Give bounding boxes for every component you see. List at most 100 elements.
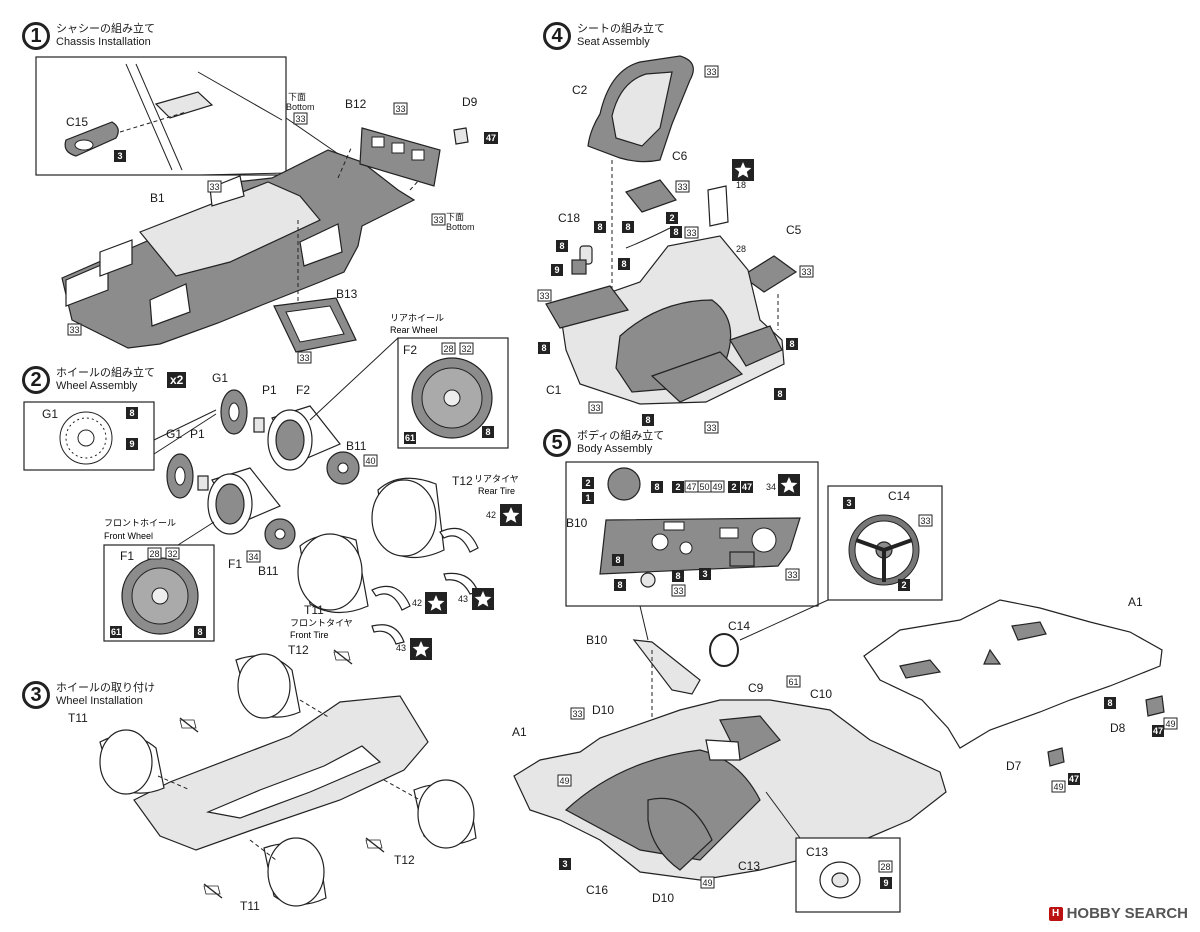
label-t11b: T11 [240, 899, 260, 913]
label-d9: D9 [462, 95, 478, 109]
svg-text:8: 8 [675, 571, 680, 581]
label-b11a: B11 [346, 439, 367, 453]
label-b11b: B11 [258, 564, 279, 578]
label-f2-detail: F2 [403, 343, 417, 357]
svg-text:18: 18 [736, 180, 746, 190]
part-c6 [625, 179, 677, 213]
svg-text:8: 8 [197, 627, 202, 637]
svg-text:8: 8 [645, 415, 650, 425]
svg-text:33: 33 [706, 67, 716, 77]
step-4-number: 4 [543, 22, 571, 50]
label-c16: C16 [586, 883, 608, 897]
svg-text:42: 42 [486, 510, 496, 520]
svg-text:33: 33 [299, 353, 309, 363]
svg-text:47: 47 [686, 482, 696, 492]
label-a1b: A1 [1128, 595, 1143, 609]
svg-text:34: 34 [248, 552, 258, 562]
step-3-header: 3 ホイールの取り付け Wheel Installation [22, 681, 155, 709]
svg-text:8: 8 [1107, 698, 1112, 708]
svg-text:8: 8 [789, 339, 794, 349]
svg-text:9: 9 [883, 878, 888, 888]
svg-text:47: 47 [742, 482, 752, 492]
watermark-text: HOBBY SEARCH [1066, 905, 1188, 922]
chassis-with-wheels [133, 695, 429, 851]
rear-wheel-en: Rear Wheel [390, 325, 438, 335]
step-2-title-en: Wheel Assembly [56, 380, 138, 392]
svg-text:33: 33 [433, 215, 443, 225]
part-c5 [740, 255, 798, 293]
front-wheel-jp: フロントホイール [104, 518, 176, 528]
svg-text:8: 8 [621, 259, 626, 269]
svg-text:33: 33 [673, 586, 683, 596]
part-a1-upper [863, 599, 1163, 749]
label-c13-detail: C13 [806, 845, 828, 859]
step-2-title-jp: ホイールの組み立て [56, 367, 155, 379]
label-d10b: D10 [652, 891, 674, 905]
rear-tire-en: Rear Tire [478, 486, 515, 496]
svg-text:8: 8 [625, 222, 630, 232]
bottom-jp-1: 下面 [288, 92, 306, 102]
svg-text:61: 61 [111, 627, 121, 637]
svg-text:61: 61 [405, 433, 415, 443]
watermark: H HOBBY SEARCH [1048, 905, 1188, 922]
label-t12: T12 [452, 474, 473, 488]
svg-text:33: 33 [209, 182, 219, 192]
svg-text:8: 8 [673, 227, 678, 237]
label-c14: C14 [728, 619, 750, 633]
svg-text:33: 33 [706, 423, 716, 433]
svg-text:2: 2 [585, 478, 590, 488]
front-tire-en: Front Tire [290, 630, 329, 640]
label-g1-detail: G1 [42, 407, 58, 421]
svg-text:34: 34 [766, 482, 776, 492]
bottom-en-1: Bottom [286, 102, 315, 112]
svg-text:8: 8 [541, 343, 546, 353]
svg-text:33: 33 [787, 570, 797, 580]
svg-text:49: 49 [1165, 719, 1175, 729]
label-d7: D7 [1006, 759, 1022, 773]
svg-text:47: 47 [1153, 726, 1163, 736]
hobby-search-logo-icon: H [1048, 906, 1063, 921]
rear-tire-jp: リアタイヤ [474, 474, 519, 484]
svg-text:2: 2 [901, 580, 906, 590]
svg-text:47: 47 [1069, 774, 1079, 784]
part-b10 [632, 639, 701, 695]
step-3-diagram: T12 T11 T12 T11 [68, 643, 477, 913]
step-1-number: 1 [22, 22, 50, 50]
svg-text:8: 8 [129, 408, 134, 418]
svg-text:9: 9 [129, 439, 134, 449]
label-c10: C10 [810, 687, 832, 701]
step-2-diagram: G1 8 9 G1 P1 F2 リアホイール Rear Wheel F2 [23, 313, 522, 660]
svg-text:28: 28 [443, 344, 453, 354]
svg-text:49: 49 [1053, 782, 1063, 792]
svg-text:3: 3 [846, 498, 851, 508]
label-c18: C18 [558, 211, 580, 225]
front-tire-jp: フロントタイヤ [290, 618, 353, 628]
svg-text:47: 47 [486, 133, 496, 143]
svg-text:33: 33 [395, 104, 405, 114]
label-b12: B12 [345, 97, 367, 111]
svg-text:50: 50 [699, 482, 709, 492]
label-p1b: P1 [190, 427, 205, 441]
step-5-diagram: B10 2 1 8 2 47 50 49 2 47 34 33 8 8 33 3 [512, 461, 1178, 913]
svg-text:3: 3 [562, 859, 567, 869]
step-1-header: 1 シャシーの組み立て Chassis Installation [22, 22, 155, 50]
step-4-title-jp: シートの組み立て [577, 23, 665, 35]
label-d8: D8 [1110, 721, 1126, 735]
svg-text:8: 8 [485, 427, 490, 437]
svg-text:8: 8 [615, 555, 620, 565]
label-f1: F1 [228, 557, 242, 571]
label-b13: B13 [336, 287, 358, 301]
step-5-title-jp: ボディの組み立て [577, 430, 665, 442]
svg-text:1: 1 [585, 493, 590, 503]
label-c9: C9 [748, 681, 764, 695]
svg-text:33: 33 [69, 325, 79, 335]
label-c2: C2 [572, 83, 588, 97]
label-a1a: A1 [512, 725, 527, 739]
svg-text:2: 2 [675, 482, 680, 492]
svg-text:28: 28 [880, 862, 890, 872]
color-code-c15: 3 [114, 150, 126, 162]
step-2-number: 2 [22, 366, 50, 394]
svg-text:49: 49 [559, 776, 569, 786]
part-d9 [453, 127, 469, 145]
